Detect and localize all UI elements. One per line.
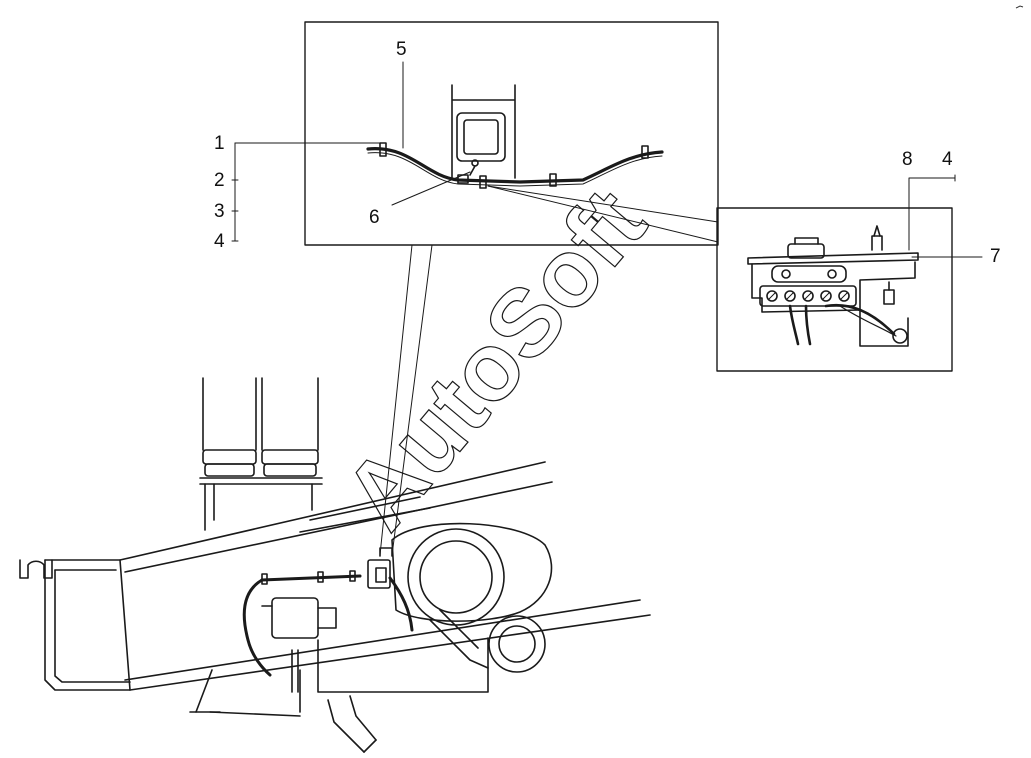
vehicle-frame <box>19 377 651 753</box>
speck-mark <box>1015 5 1024 9</box>
callout-1: 1 <box>214 133 225 154</box>
callout-6: 6 <box>369 207 380 228</box>
callout-3: 3 <box>214 201 225 222</box>
callout-8: 8 <box>902 149 913 170</box>
callout-7: 7 <box>990 246 1001 267</box>
connector-detail-box <box>716 174 983 372</box>
callout-2: 2 <box>214 170 225 191</box>
callout-bracket <box>231 142 381 242</box>
callout-4-left: 4 <box>214 231 225 252</box>
callout-4-right: 4 <box>942 149 953 170</box>
detail-box <box>304 21 719 556</box>
callout-5: 5 <box>396 39 407 60</box>
